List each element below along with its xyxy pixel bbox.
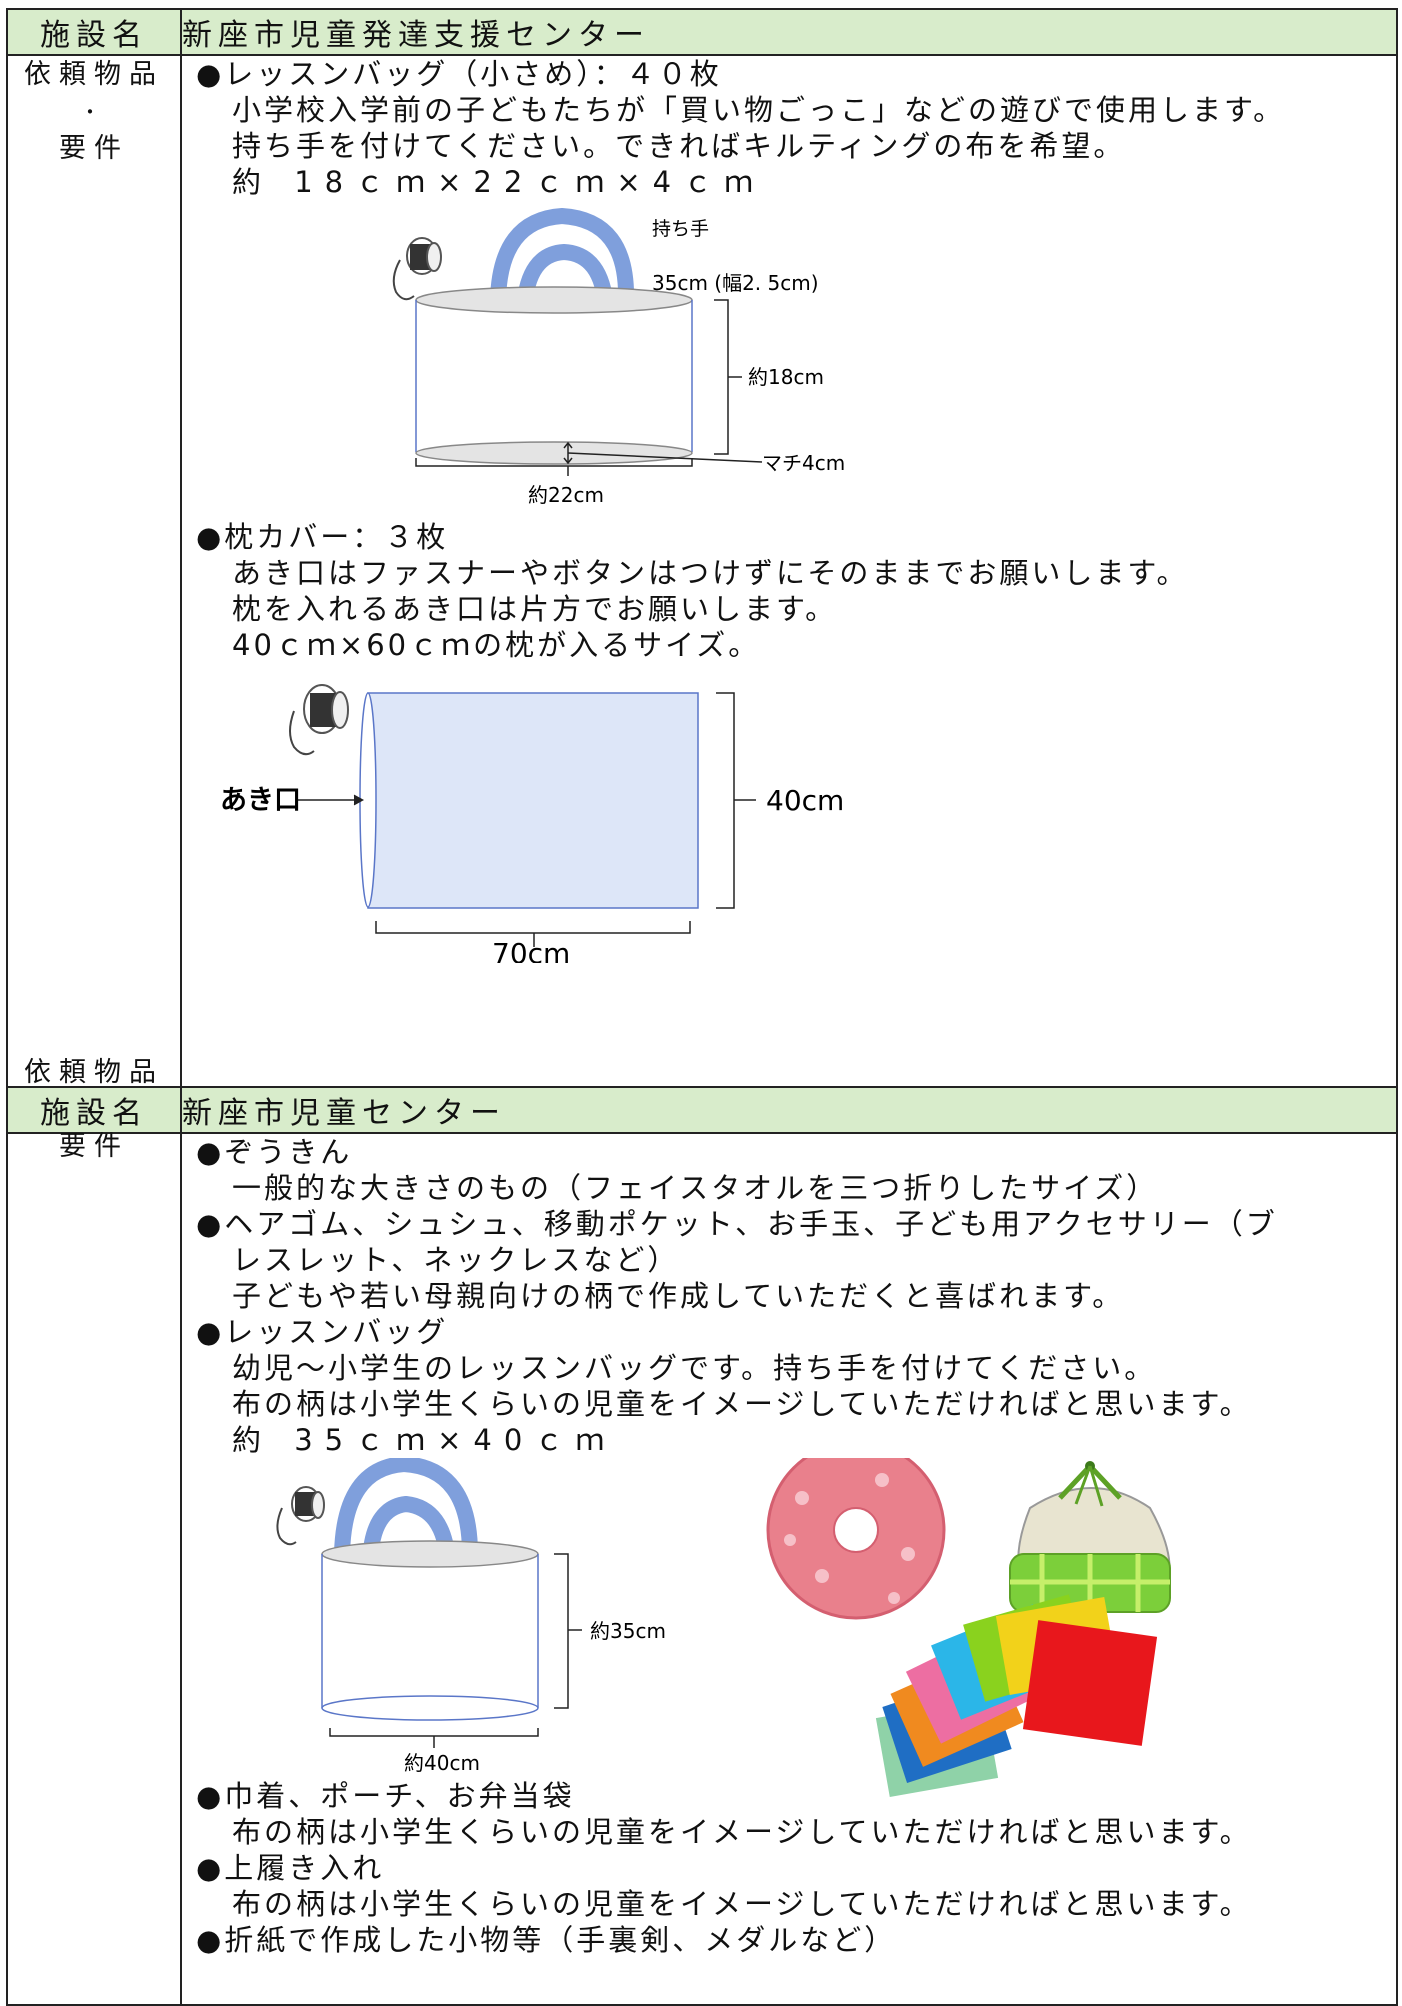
opening-label: あき口	[220, 785, 301, 816]
lesson-bag-diagram: 約35cm 約40cm	[276, 1440, 1171, 1797]
item-heading: ●ヘアゴム、シュシュ、移動ポケット、お手玉、子ども用アクセサリー（ブ	[196, 1207, 1278, 1241]
item-size: 約 35ｃｍ×40ｃｍ	[232, 1423, 617, 1457]
small-bag-diagram: 持ち手 35cm (幅2. 5cm) 約18cm マチ4cm 約22cm	[392, 207, 845, 507]
item-size: 約 18ｃｍ×22ｃｍ×4ｃｍ	[232, 165, 766, 199]
pillow-height-label: 40cm	[766, 784, 844, 817]
bag-width-label: 約22cm	[528, 483, 604, 507]
pillow-width-label: 70cm	[492, 937, 570, 963]
bag-handle-inner	[516, 243, 614, 309]
section1-content: ●レッスンバッグ（小さめ）：４０枚 小学校入学前の子どもたちが「買い物ごっこ」な…	[180, 54, 1398, 1088]
thread-spool-icon	[392, 237, 442, 301]
item-heading: ●枕カバー：３枚	[196, 520, 449, 554]
cloth-swatches-illustration	[875, 1594, 1158, 1797]
request-items-label: 依頼物品 ・ 要件	[6, 1057, 182, 2006]
item-description: 幼児～小学生のレッスンバッグです。持ち手を付けてください。	[232, 1351, 1157, 1385]
bag-handle-outer	[490, 207, 635, 301]
bag-height-label: 約35cm	[590, 1619, 666, 1643]
thread-spool-icon	[276, 1486, 325, 1546]
scrunchie-illustration	[766, 1440, 946, 1620]
item-heading: ●巾着、ポーチ、お弁当袋	[196, 1779, 575, 1813]
item-description: 枕を入れるあき口は片方でお願いします。	[232, 592, 838, 626]
item-heading: ●上履き入れ	[196, 1851, 385, 1885]
handle-label: 持ち手	[652, 218, 709, 240]
item-description: 持ち手を付けてください。できればキルティングの布を希望。	[232, 129, 1126, 163]
facility-label: 施設名	[6, 8, 182, 56]
pillow-body	[367, 692, 699, 909]
side-label-line1: 依頼物品	[24, 59, 164, 90]
facility-label: 施設名	[6, 1086, 182, 1134]
pillow-diagram: あき口 40cm 70cm	[220, 684, 844, 970]
facility-name: 新座市児童発達支援センター	[180, 8, 1398, 56]
bag-handle-outer	[334, 1455, 478, 1555]
item-heading: ●折紙で作成した小物等（手裏剣、メダルなど）	[196, 1923, 897, 1957]
bag-handle-inner	[362, 1495, 456, 1563]
side-label-line1: 依頼物品	[24, 1057, 164, 1088]
item-heading: ●ぞうきん	[196, 1135, 353, 1169]
item-description: あき口はファスナーやボタンはつけずにそのままでお願いします。	[232, 556, 1189, 590]
gusset-label: マチ4cm	[762, 451, 845, 475]
side-label-dot: ・	[80, 1098, 108, 1122]
side-label-line2: 要件	[59, 1131, 129, 1162]
bag-width-label: 約40cm	[404, 1751, 480, 1775]
item-heading: ●レッスンバッグ（小さめ）：４０枚	[196, 57, 722, 91]
item-description: 布の柄は小学生くらいの児童をイメージしていただければと思います。	[232, 1815, 1252, 1849]
request-items-label: 依頼物品 ・ 要件	[6, 54, 182, 1088]
handle-size-label: 35cm (幅2. 5cm)	[652, 271, 819, 295]
item-description: 小学校入学前の子どもたちが「買い物ごっこ」などの遊びで使用します。	[232, 93, 1286, 127]
item-description: 40ｃｍ×60ｃｍの枕が入るサイズ。	[232, 628, 761, 662]
item-description: 子どもや若い母親向けの柄で作成していただくと喜ばれます。	[232, 1279, 1125, 1313]
item-description: 一般的な大きさのもの（フェイスタオルを三つ折りしたサイズ）	[232, 1171, 1159, 1205]
section1-header-row: 施設名 新座市児童発達支援センター	[6, 8, 1398, 56]
section1-body-row: 依頼物品 ・ 要件 ●レッスンバッグ（小さめ）：４０枚 小学校入学前の子どもたち…	[6, 54, 1398, 1088]
drawstring-bag-illustration	[1009, 1461, 1171, 1613]
section2-content: ●ぞうきん 一般的な大きさのもの（フェイスタオルを三つ折りしたサイズ） ●ヘアゴ…	[180, 1132, 1398, 2006]
side-label-dot: ・	[80, 100, 108, 124]
facility-name: 新座市児童センター	[180, 1086, 1398, 1134]
request-table: 施設名 新座市児童発達支援センター 依頼物品 ・ 要件 ●レッスンバッグ（小さめ…	[6, 8, 1398, 2006]
section2-header-row: 施設名 新座市児童センター	[6, 1086, 1398, 1134]
item-heading-cont: レスレット、ネックレスなど）	[232, 1243, 680, 1277]
bag-height-label: 約18cm	[748, 365, 824, 389]
thread-spool-icon	[289, 684, 349, 756]
section2-body-row: 依頼物品 ・ 要件 ●ぞうきん 一般的な大きさのもの（フェイスタオルを三つ折りし…	[6, 1057, 1398, 2006]
item-description: 布の柄は小学生くらいの児童をイメージしていただければと思います。	[232, 1887, 1252, 1921]
side-label-line2: 要件	[59, 133, 129, 164]
request-document: 施設名 新座市児童発達支援センター 依頼物品 ・ 要件 ●レッスンバッグ（小さめ…	[6, 8, 1398, 2006]
item-heading: ●レッスンバッグ	[196, 1315, 449, 1349]
item-description: 布の柄は小学生くらいの児童をイメージしていただければと思います。	[232, 1387, 1252, 1421]
